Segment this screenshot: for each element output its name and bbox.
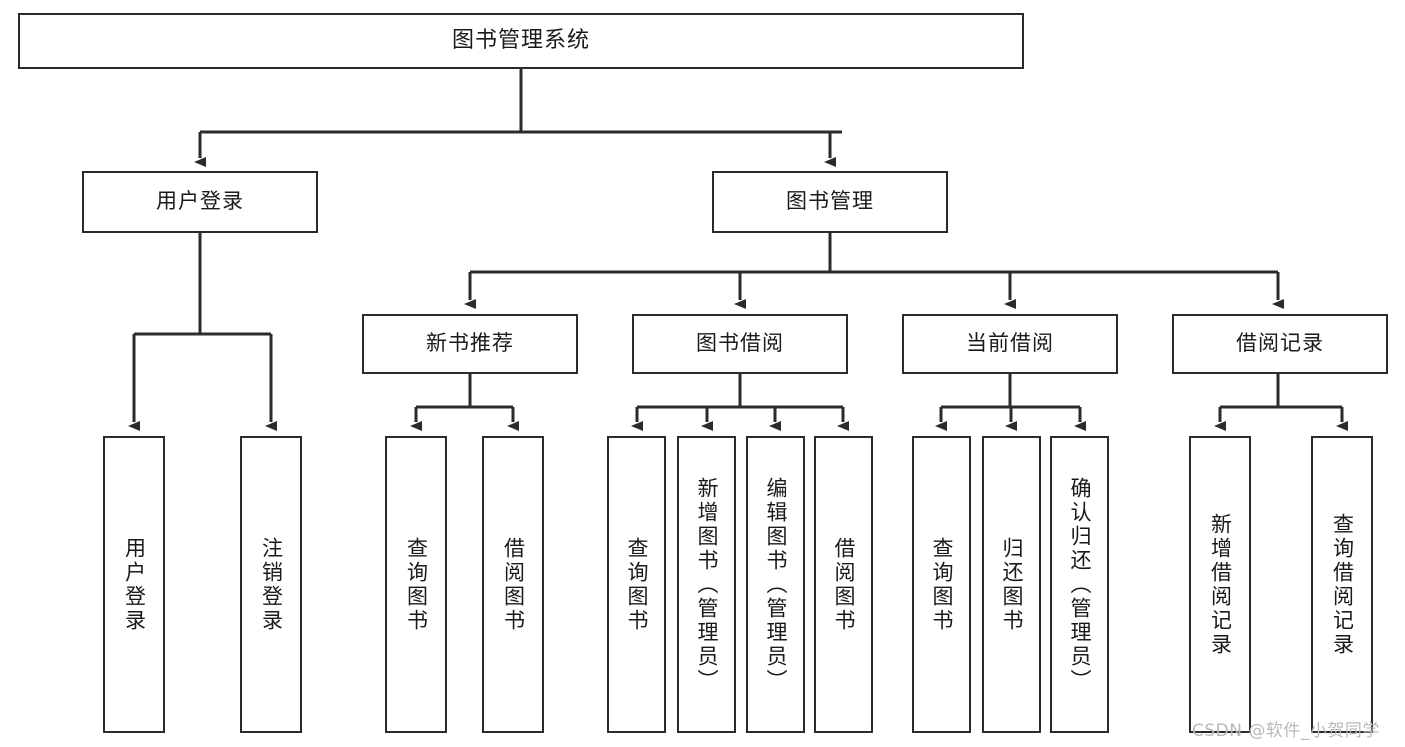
node-borrow-record[interactable]: 借阅记录 — [1172, 314, 1388, 374]
node-borrow-record-label: 借阅记录 — [1236, 331, 1324, 356]
leaf-borrow-book-newbook[interactable]: 借阅图书 — [482, 436, 544, 733]
leaf-add-borrow-record[interactable]: 新增借阅记录 — [1189, 436, 1251, 733]
node-current-borrow[interactable]: 当前借阅 — [902, 314, 1118, 374]
node-new-book-recommend[interactable]: 新书推荐 — [362, 314, 578, 374]
leaf-return-book[interactable]: 归还图书 — [982, 436, 1041, 733]
node-book-borrow-label: 图书借阅 — [696, 331, 784, 356]
leaf-return-book-label: 归还图书 — [1000, 536, 1024, 633]
node-book-manage[interactable]: 图书管理 — [712, 171, 948, 233]
leaf-query-book-borrow[interactable]: 查询图书 — [607, 436, 666, 733]
leaf-borrow-book-label: 借阅图书 — [832, 536, 856, 633]
leaf-borrow-book-newbook-label: 借阅图书 — [501, 536, 526, 633]
leaf-query-book-newbook[interactable]: 查询图书 — [385, 436, 447, 733]
leaf-query-book-current[interactable]: 查询图书 — [912, 436, 971, 733]
leaf-add-book-admin-label: 新增图书（管理员） — [695, 476, 719, 693]
leaf-query-borrow-record[interactable]: 查询借阅记录 — [1311, 436, 1373, 733]
node-root-label: 图书管理系统 — [451, 27, 590, 53]
leaf-query-book-borrow-label: 查询图书 — [625, 536, 649, 633]
leaf-logout[interactable]: 注销登录 — [240, 436, 302, 733]
leaf-edit-book-admin[interactable]: 编辑图书（管理员） — [746, 436, 805, 733]
node-root[interactable]: 图书管理系统 — [18, 13, 1024, 69]
leaf-user-login[interactable]: 用户登录 — [103, 436, 165, 733]
leaf-edit-book-admin-label: 编辑图书（管理员） — [764, 476, 788, 693]
leaf-query-book-current-label: 查询图书 — [930, 536, 954, 633]
node-book-manage-label: 图书管理 — [786, 189, 874, 214]
leaf-add-book-admin[interactable]: 新增图书（管理员） — [677, 436, 736, 733]
leaf-logout-label: 注销登录 — [259, 536, 284, 633]
watermark: CSDN @软件_小贺同学 — [1192, 721, 1380, 741]
node-new-book-recommend-label: 新书推荐 — [426, 331, 514, 356]
leaf-confirm-return-admin-label: 确认归还（管理员） — [1068, 476, 1092, 693]
leaf-query-borrow-record-label: 查询借阅记录 — [1330, 512, 1355, 657]
node-book-borrow[interactable]: 图书借阅 — [632, 314, 848, 374]
leaf-confirm-return-admin[interactable]: 确认归还（管理员） — [1050, 436, 1109, 733]
node-user-login-label: 用户登录 — [156, 189, 244, 214]
leaf-borrow-book[interactable]: 借阅图书 — [814, 436, 873, 733]
leaf-query-book-newbook-label: 查询图书 — [404, 536, 429, 633]
leaf-add-borrow-record-label: 新增借阅记录 — [1208, 512, 1233, 657]
node-user-login[interactable]: 用户登录 — [82, 171, 318, 233]
node-current-borrow-label: 当前借阅 — [966, 331, 1054, 356]
leaf-user-login-label: 用户登录 — [122, 536, 147, 633]
